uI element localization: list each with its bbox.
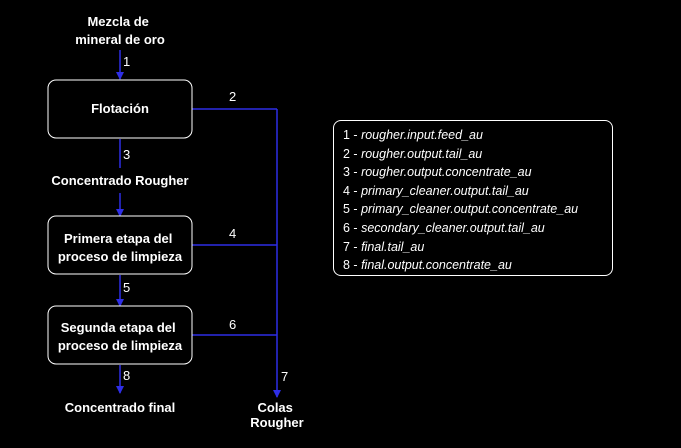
- legend-separator: -: [349, 128, 362, 142]
- rougher-tails-label-line-2: Rougher: [250, 415, 303, 430]
- legend-item-variable: rougher.output.tail_au: [361, 146, 483, 161]
- legend-item-variable: secondary_cleaner.output.tail_au: [361, 220, 545, 235]
- legend-item-number: 8: [343, 258, 350, 273]
- flotation-box-text: Flotación: [91, 101, 149, 116]
- legend-item-variable: rougher.output.concentrate_au: [361, 165, 532, 180]
- primary-cleaner-box-line-2: proceso de limpieza: [58, 249, 183, 264]
- legend-item-number: 3: [343, 165, 350, 180]
- legend-item-variable: final.output.concentrate_au: [361, 258, 512, 273]
- legend-separator: -: [349, 239, 362, 254]
- legend-item-number: 4: [343, 183, 350, 198]
- stream-number-8: 8: [123, 368, 130, 383]
- legend-item: 1 - rougher.input.feed_au: [343, 126, 612, 145]
- stream-number-3: 3: [123, 147, 130, 162]
- secondary-cleaner-node: Segunda etapa del proceso de limpieza: [47, 305, 193, 365]
- legend-separator: -: [349, 183, 362, 198]
- stream-number-5: 5: [123, 280, 130, 295]
- legend-separator: -: [349, 220, 362, 235]
- flotation-node: Flotación: [47, 79, 193, 139]
- legend-item: 2 - rougher.output.tail_au: [343, 145, 612, 164]
- legend-item-number: 5: [343, 202, 350, 217]
- secondary-cleaner-box: [47, 305, 193, 365]
- secondary-cleaner-box-line-1: Segunda etapa del: [61, 320, 176, 335]
- primary-cleaner-box: [47, 215, 193, 275]
- stream-number-6: 6: [229, 317, 236, 332]
- feed-label-line-2: mineral de oro: [75, 32, 165, 47]
- stream-number-7: 7: [281, 369, 288, 384]
- legend-item: 3 - rougher.output.concentrate_au: [343, 163, 612, 182]
- final-concentrate-label: Concentrado final: [65, 400, 176, 415]
- stream-number-2: 2: [229, 89, 236, 104]
- legend-item-variable: primary_cleaner.output.concentrate_au: [361, 202, 579, 217]
- legend-item-variable: final.tail_au: [361, 239, 425, 254]
- legend-separator: -: [349, 165, 362, 180]
- rougher-concentrate-label: Concentrado Rougher: [51, 173, 188, 188]
- legend-separator: -: [349, 146, 362, 161]
- feed-label-line-1: Mezcla de: [87, 14, 148, 29]
- legend-item-number: 2: [343, 146, 350, 161]
- flotation-box-line: Flotación: [91, 101, 149, 116]
- rougher-tails-label-line-1: Colas: [257, 400, 292, 415]
- feed-label: Mezcla de mineral de oro: [75, 14, 165, 47]
- legend-separator: -: [349, 202, 362, 217]
- legend-item-variable: rougher.input.feed_au: [361, 128, 483, 142]
- legend-item-number: 6: [343, 220, 350, 235]
- legend-item: 8 - final.output.concentrate_au: [343, 256, 612, 275]
- rougher-tails-label: Colas Rougher: [250, 400, 303, 430]
- legend-item: 7 - final.tail_au: [343, 238, 612, 257]
- stream-number-1: 1: [123, 54, 130, 69]
- rougher-concentrate-label-line: Concentrado Rougher: [51, 173, 188, 188]
- primary-cleaner-node: Primera etapa del proceso de limpieza: [47, 215, 193, 275]
- legend-item-number: 1: [343, 128, 350, 142]
- legend-item: 5 - primary_cleaner.output.concentrate_a…: [343, 200, 612, 219]
- legend-item: 4 - primary_cleaner.output.tail_au: [343, 182, 612, 201]
- flotation-box: [47, 79, 193, 139]
- primary-cleaner-box-text: Primera etapa del proceso de limpieza: [58, 231, 183, 264]
- stream-number-4: 4: [229, 226, 236, 241]
- legend-item: 6 - secondary_cleaner.output.tail_au: [343, 219, 612, 238]
- secondary-cleaner-box-text: Segunda etapa del proceso de limpieza: [58, 320, 183, 353]
- legend-separator: -: [349, 258, 362, 273]
- final-concentrate-label-line: Concentrado final: [65, 400, 176, 415]
- legend-item-variable: primary_cleaner.output.tail_au: [361, 183, 529, 198]
- stream-legend: 1 - rougher.input.feed_au 2 - rougher.ou…: [333, 120, 613, 276]
- secondary-cleaner-box-line-2: proceso de limpieza: [58, 338, 183, 353]
- legend-item-number: 7: [343, 239, 350, 254]
- primary-cleaner-box-line-1: Primera etapa del: [64, 231, 172, 246]
